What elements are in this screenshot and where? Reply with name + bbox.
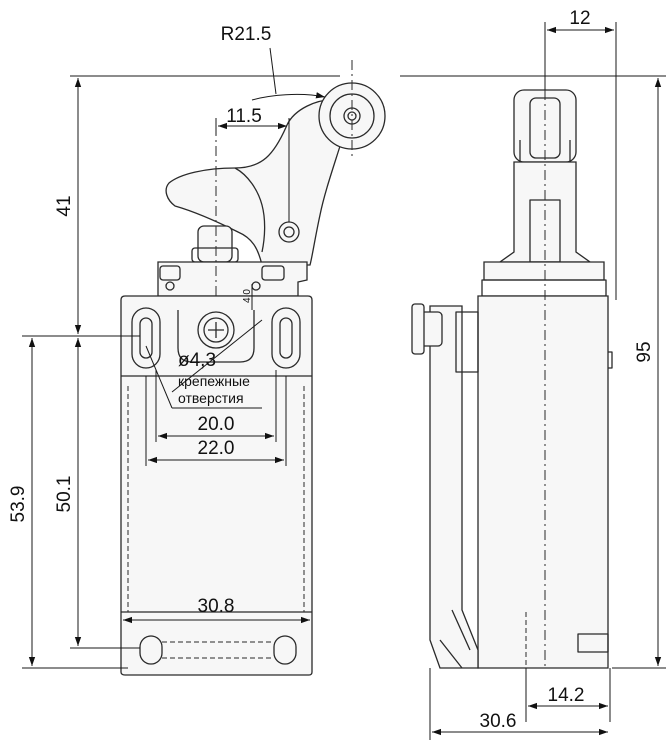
- lever-pivot: [278, 221, 300, 243]
- side-view: 12 95 14.2 30.6: [400, 8, 666, 740]
- mounting-hole-left: [131, 307, 161, 369]
- hole-note-line2: отверстия: [178, 390, 244, 406]
- dim-side-depth: 30.6: [480, 711, 517, 732]
- dim-upper-height: 41: [54, 195, 75, 216]
- plunger: [197, 225, 233, 263]
- front-view: 41 50.1 53.9 R21.5 11.5 4.0 ø4,3 крепежн…: [8, 24, 386, 676]
- dim-hole-spacing-inner: 20.0: [198, 414, 235, 435]
- dim-side-offset: 14.2: [548, 685, 585, 706]
- radius-arc: [251, 92, 326, 101]
- side-cover: [429, 305, 479, 669]
- switch-body: [120, 295, 313, 676]
- dim-lever-offset: 11.5: [226, 106, 262, 127]
- hole-spec: ø4,3: [178, 350, 216, 371]
- lever-arm: [165, 99, 349, 266]
- dim-side-width: 12: [569, 8, 590, 29]
- dim-hole-spacing-outer: 22.0: [198, 438, 235, 459]
- side-head: [483, 261, 605, 281]
- side-body: [477, 295, 609, 669]
- dim-small-tick: 4.0: [242, 289, 253, 303]
- mounting-hole-right: [271, 307, 301, 369]
- dim-body-width: 30.8: [198, 596, 235, 617]
- dim-body-height-b: 50.1: [54, 476, 75, 513]
- hole-note-line1: крепежные: [178, 373, 250, 389]
- bottom-hole-right: [273, 635, 297, 665]
- dim-radius: R21.5: [221, 24, 272, 45]
- dim-total-height: 95: [634, 341, 655, 362]
- switch-head: [157, 261, 308, 297]
- bottom-hole-left: [139, 635, 163, 665]
- dim-body-height-a: 53.9: [8, 486, 29, 523]
